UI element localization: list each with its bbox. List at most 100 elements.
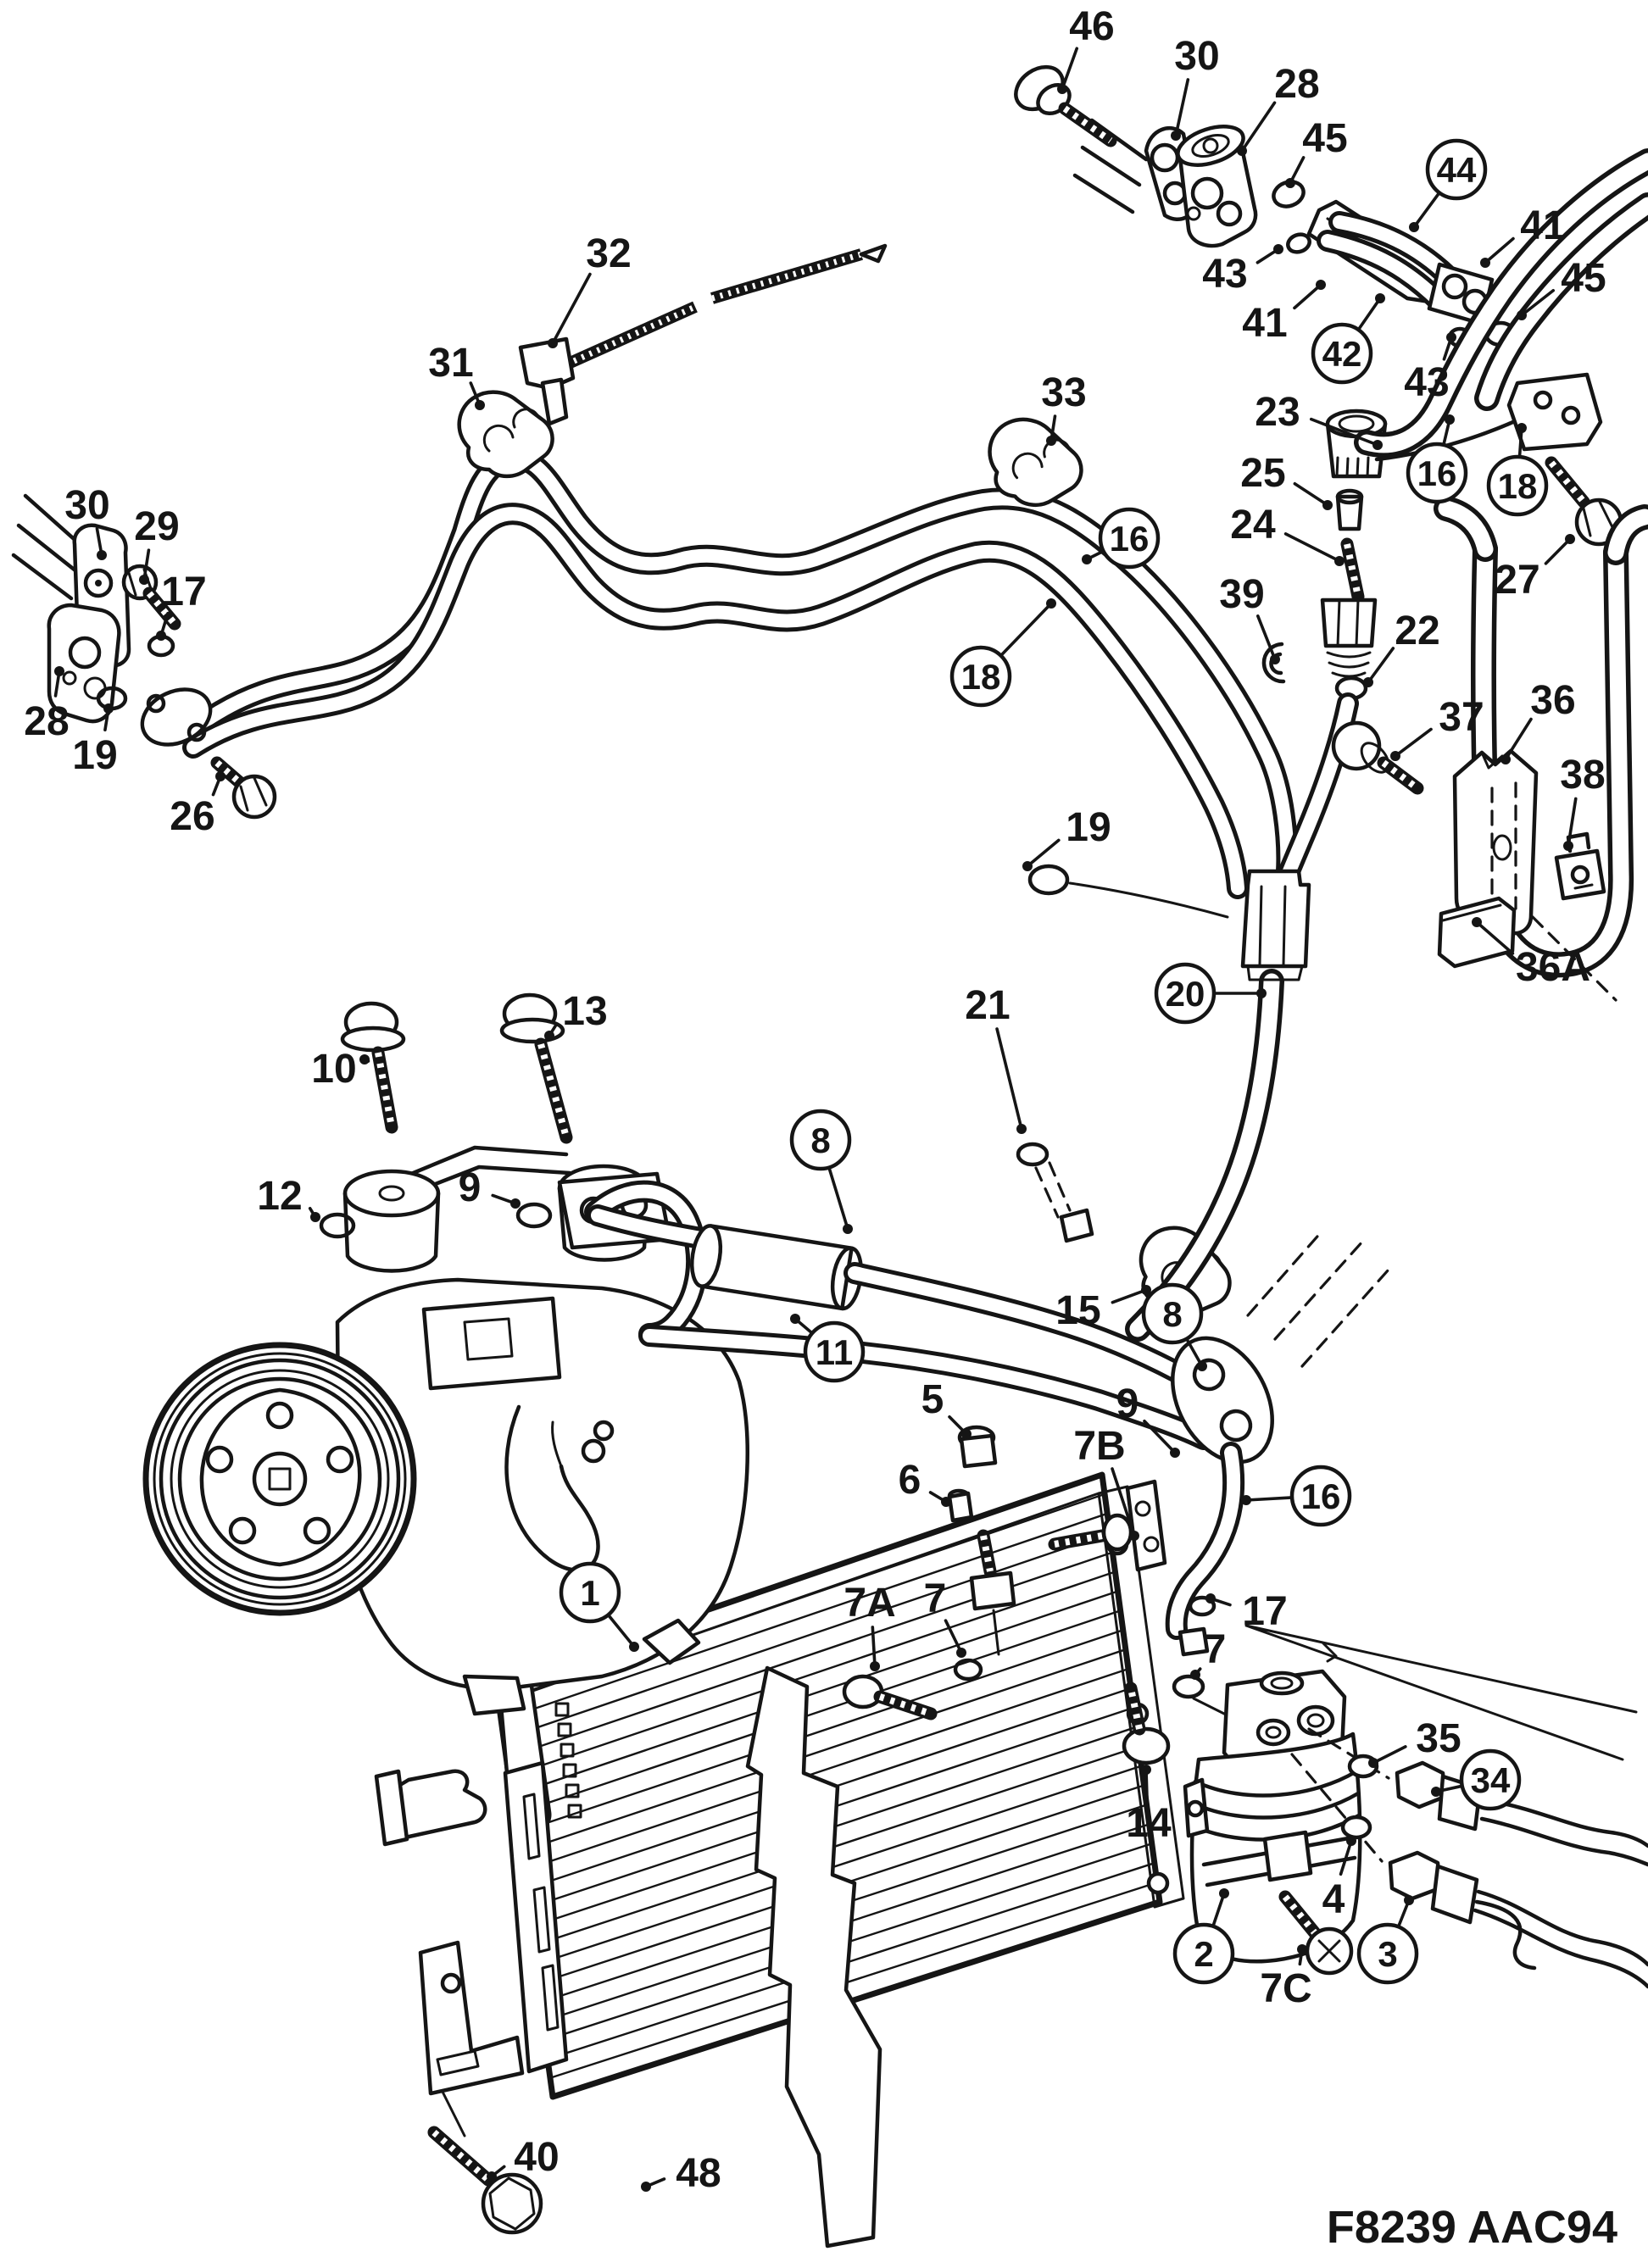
callout-23: 23	[1255, 390, 1383, 450]
callout-17: 17	[156, 570, 207, 641]
callout-label: 10	[311, 1047, 356, 1092]
o-ring-4	[1340, 1815, 1372, 1840]
callout-label: 38	[1560, 753, 1605, 798]
callout-label: 7A	[843, 1581, 895, 1626]
discharge-suction-lines	[557, 1142, 1215, 1450]
callout-label: 16	[1417, 453, 1457, 493]
valve-core-24	[1320, 598, 1378, 648]
callout-label: 33	[1041, 370, 1086, 415]
callout-41: 41	[1480, 203, 1566, 268]
callout-38: 38	[1560, 753, 1606, 851]
callout-label: 4	[1322, 1877, 1345, 1922]
callout-label: 11	[816, 1332, 853, 1372]
callout-18: 18	[949, 598, 1056, 708]
callout-label: 41	[1520, 203, 1565, 248]
callout-36A: 36A	[1472, 917, 1590, 990]
callout-label: 17	[161, 570, 206, 614]
callout-8: 8	[1141, 1282, 1207, 1371]
callout-9: 9	[459, 1165, 521, 1210]
callout-label: 2	[1194, 1934, 1213, 1974]
callout-label: 36A	[1516, 945, 1590, 990]
bolt-26	[231, 774, 277, 820]
compressor	[142, 992, 749, 1716]
callout-1: 1	[559, 1561, 639, 1652]
valve-25	[1335, 494, 1364, 531]
callout-label: 28	[24, 699, 69, 744]
callout-label: 18	[961, 657, 1001, 697]
callout-30: 30	[64, 483, 110, 560]
callout-8: 8	[789, 1109, 853, 1234]
callout-label: 34	[1471, 1760, 1511, 1800]
callout-label: 40	[514, 2135, 559, 2180]
o-ring-12	[319, 1212, 356, 1239]
o-ring-9	[515, 1202, 553, 1229]
callout-42: 42	[1311, 293, 1385, 385]
callout-35: 35	[1368, 1716, 1461, 1768]
o-ring-7-face	[953, 1658, 983, 1682]
callout-label: 8	[1162, 1294, 1182, 1334]
expansion-valve-front-assembly	[11, 493, 181, 724]
callout-43: 43	[1202, 244, 1283, 297]
callout-label: 16	[1301, 1476, 1341, 1516]
callout-9: 9	[1116, 1381, 1180, 1458]
callout-2: 2	[1172, 1888, 1235, 1985]
pressure-switch-3	[1388, 1850, 1442, 1901]
bracket-36-group	[1331, 720, 1606, 969]
callout-label: 39	[1219, 572, 1264, 617]
callout-41: 41	[1242, 280, 1326, 346]
tee-fitting	[1240, 869, 1311, 969]
callout-label: 36	[1530, 678, 1575, 723]
callout-label: 22	[1395, 609, 1439, 653]
bolt-7B	[1101, 1513, 1133, 1552]
bracket-36A	[1437, 896, 1517, 969]
bolt-7A-head	[842, 1674, 884, 1709]
callout-label: 30	[1174, 34, 1219, 79]
figure-code: F8239 AAC94	[1327, 2202, 1617, 2253]
callout-label: 12	[257, 1174, 302, 1219]
callout-33: 33	[1041, 370, 1087, 446]
callout-7C: 7C	[1260, 1944, 1312, 2011]
callout-31: 31	[428, 341, 485, 410]
callout-19: 19	[1022, 805, 1111, 871]
callout-label: 25	[1240, 451, 1285, 496]
block-fitting-18	[1506, 372, 1603, 452]
callout-39: 39	[1219, 572, 1280, 664]
o-ring-7	[1172, 1674, 1205, 1699]
callout-label: 37	[1439, 695, 1484, 740]
sensor-38	[1554, 848, 1606, 901]
callout-label: 19	[1066, 805, 1111, 850]
callout-22: 22	[1363, 609, 1440, 687]
callout-17: 17	[1205, 1589, 1288, 1634]
cable-tie	[518, 243, 888, 426]
callout-label: 41	[1242, 301, 1287, 346]
service-valve-stack	[1027, 409, 1388, 981]
callout-label: 17	[1242, 1589, 1287, 1634]
muffler	[689, 1224, 863, 1311]
callout-label: 45	[1302, 116, 1347, 161]
callout-48: 48	[641, 2151, 721, 2196]
callout-label: 43	[1202, 252, 1247, 297]
callout-21: 21	[965, 983, 1027, 1134]
callout-20: 20	[1154, 962, 1267, 1025]
callout-label: 26	[170, 794, 214, 839]
o-ring-21	[1016, 1142, 1049, 1167]
bracket-7B	[1125, 1479, 1167, 1572]
callout-label: 5	[921, 1377, 944, 1422]
line-flange	[140, 687, 213, 747]
o-ring-43	[1286, 232, 1311, 254]
callout-label: 21	[965, 983, 1010, 1028]
condenser-foot-bracket	[418, 1940, 525, 2096]
callout-label: 16	[1110, 519, 1150, 559]
callout-15: 15	[1055, 1285, 1151, 1333]
callout-4: 4	[1322, 1836, 1356, 1922]
callout-label: 45	[1561, 256, 1606, 301]
callout-label: 18	[1498, 466, 1538, 506]
callout-label: 7C	[1260, 1966, 1311, 2011]
callout-6: 6	[899, 1458, 951, 1507]
callout-label: 23	[1255, 390, 1300, 435]
callout-10: 10	[311, 1047, 370, 1092]
callout-label: 15	[1055, 1288, 1100, 1333]
